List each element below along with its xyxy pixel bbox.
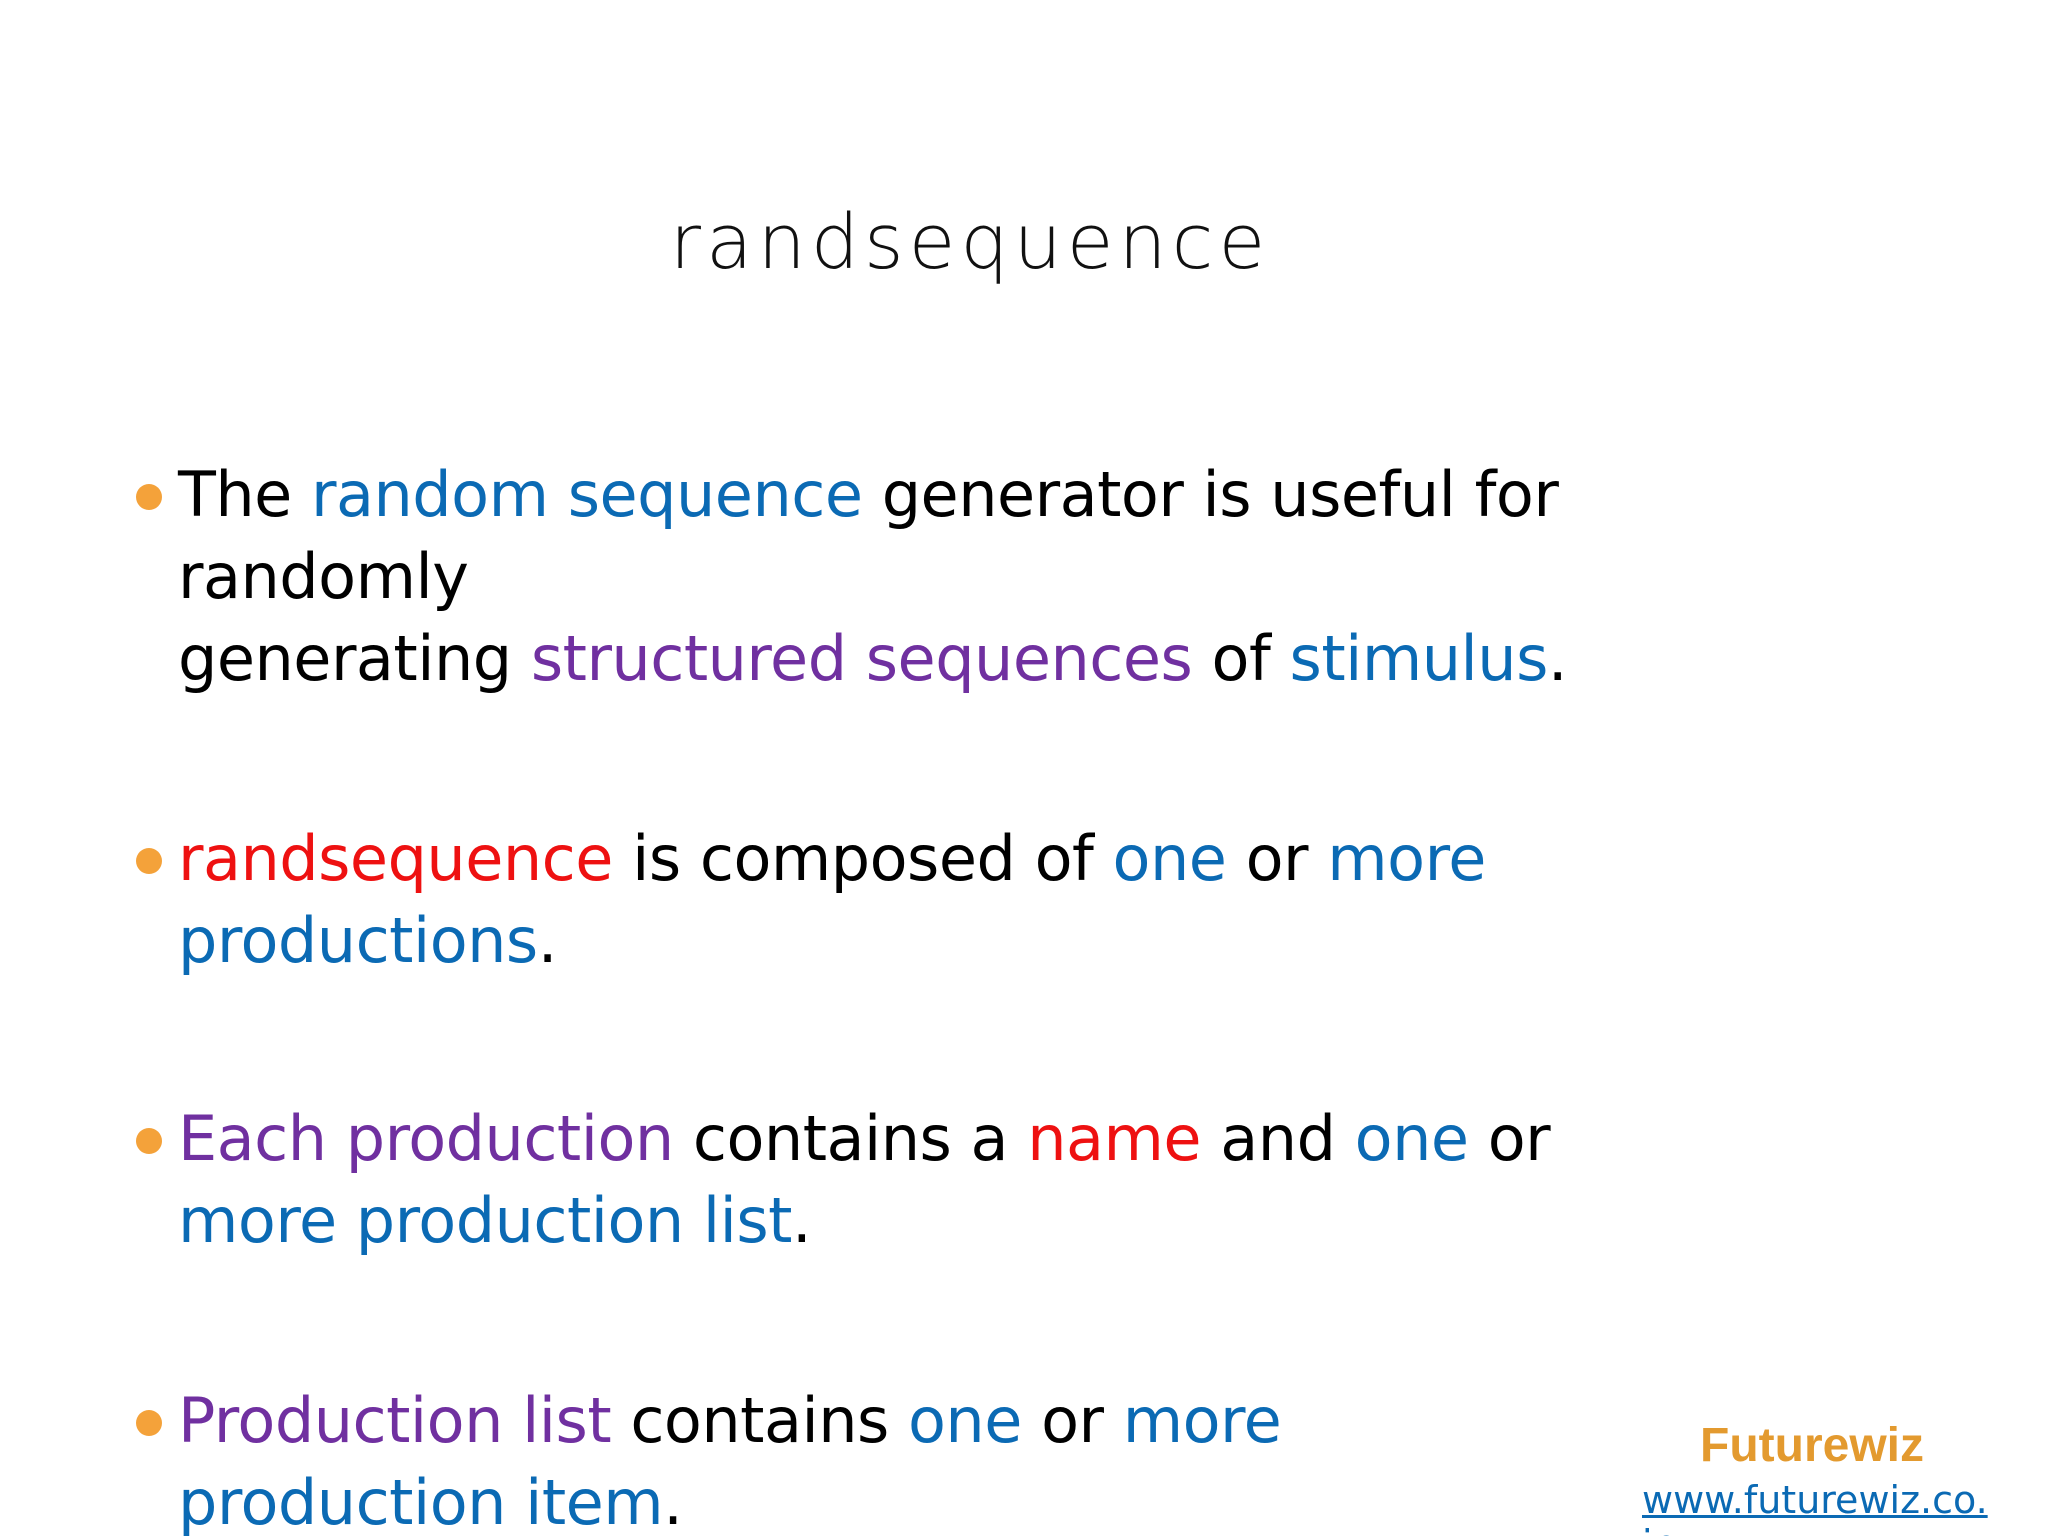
bullet-text-segment: generating (178, 622, 531, 695)
bullet-text-segment: contains a (673, 1102, 1028, 1175)
brand-url-link[interactable]: www.futurewiz.co.in (1642, 1478, 1988, 1536)
bullet-text-segment: is composed of (612, 822, 1113, 895)
bullet-text-segment: . (792, 1184, 812, 1257)
bullet-text-segment: Each production (178, 1102, 674, 1175)
bullet-text-segment: production item (178, 1466, 664, 1536)
brand-name: Futurewiz (1700, 1419, 1924, 1472)
bullet-text-segment: Production list (178, 1384, 612, 1457)
bullet-text-segment: . (537, 904, 558, 977)
bullet-text-segment: one (1112, 822, 1227, 895)
bullet-text-segment: stimulus (1289, 622, 1549, 695)
bullet-text-segment: randsequence (178, 822, 613, 895)
bullet-item: The random sequence generator is useful … (178, 454, 1718, 700)
slide-title: randsequence (669, 197, 1271, 286)
bullet-text-segment: generator is useful for (862, 458, 1559, 531)
bullet-text-segment: or (1468, 1102, 1551, 1175)
bullet-item: Each production contains a name and one … (178, 1098, 1718, 1262)
bullet-dot-icon (136, 484, 162, 510)
bullet-text-segment: random sequence (311, 458, 863, 531)
bullet-line: generating structured sequences of stimu… (178, 618, 1718, 700)
bullet-dot-icon (136, 1128, 162, 1154)
bullet-text-segment: . (663, 1466, 683, 1536)
bullet-dot-icon (136, 848, 162, 874)
bullet-dot-icon (136, 1410, 162, 1436)
bullet-line: randsequence is composed of one or more (178, 818, 1718, 900)
bullet-text-segment: name (1027, 1102, 1202, 1175)
bullet-line: more production list. (178, 1180, 1718, 1262)
bullet-line: Production list contains one or more (178, 1380, 1718, 1462)
bullet-line: production item. (178, 1462, 1718, 1536)
bullet-line: productions. (178, 900, 1718, 982)
bullet-text-segment: one (908, 1384, 1022, 1457)
bullet-text-segment: or (1021, 1384, 1123, 1457)
bullet-line: randomly (178, 536, 1718, 618)
bullet-text-segment: and (1201, 1102, 1355, 1175)
bullet-text-segment: one (1354, 1102, 1469, 1175)
bullet-text-segment: contains (611, 1384, 908, 1457)
bullet-line: Each production contains a name and one … (178, 1098, 1718, 1180)
bullet-text-segment: The (178, 458, 312, 531)
bullet-text-segment: . (1547, 622, 1568, 695)
bullet-text-segment: or (1226, 822, 1328, 895)
bullet-text-segment: more (1122, 1384, 1282, 1457)
bullet-text-segment: structured sequences (530, 622, 1193, 695)
bullet-line: The random sequence generator is useful … (178, 454, 1718, 536)
bullet-text-segment: productions (178, 904, 538, 977)
bullet-text-segment: more production list (178, 1184, 793, 1257)
bullet-text-segment: randomly (178, 540, 469, 613)
bullet-text-segment: more (1327, 822, 1486, 895)
bullet-text-segment: of (1192, 622, 1290, 695)
